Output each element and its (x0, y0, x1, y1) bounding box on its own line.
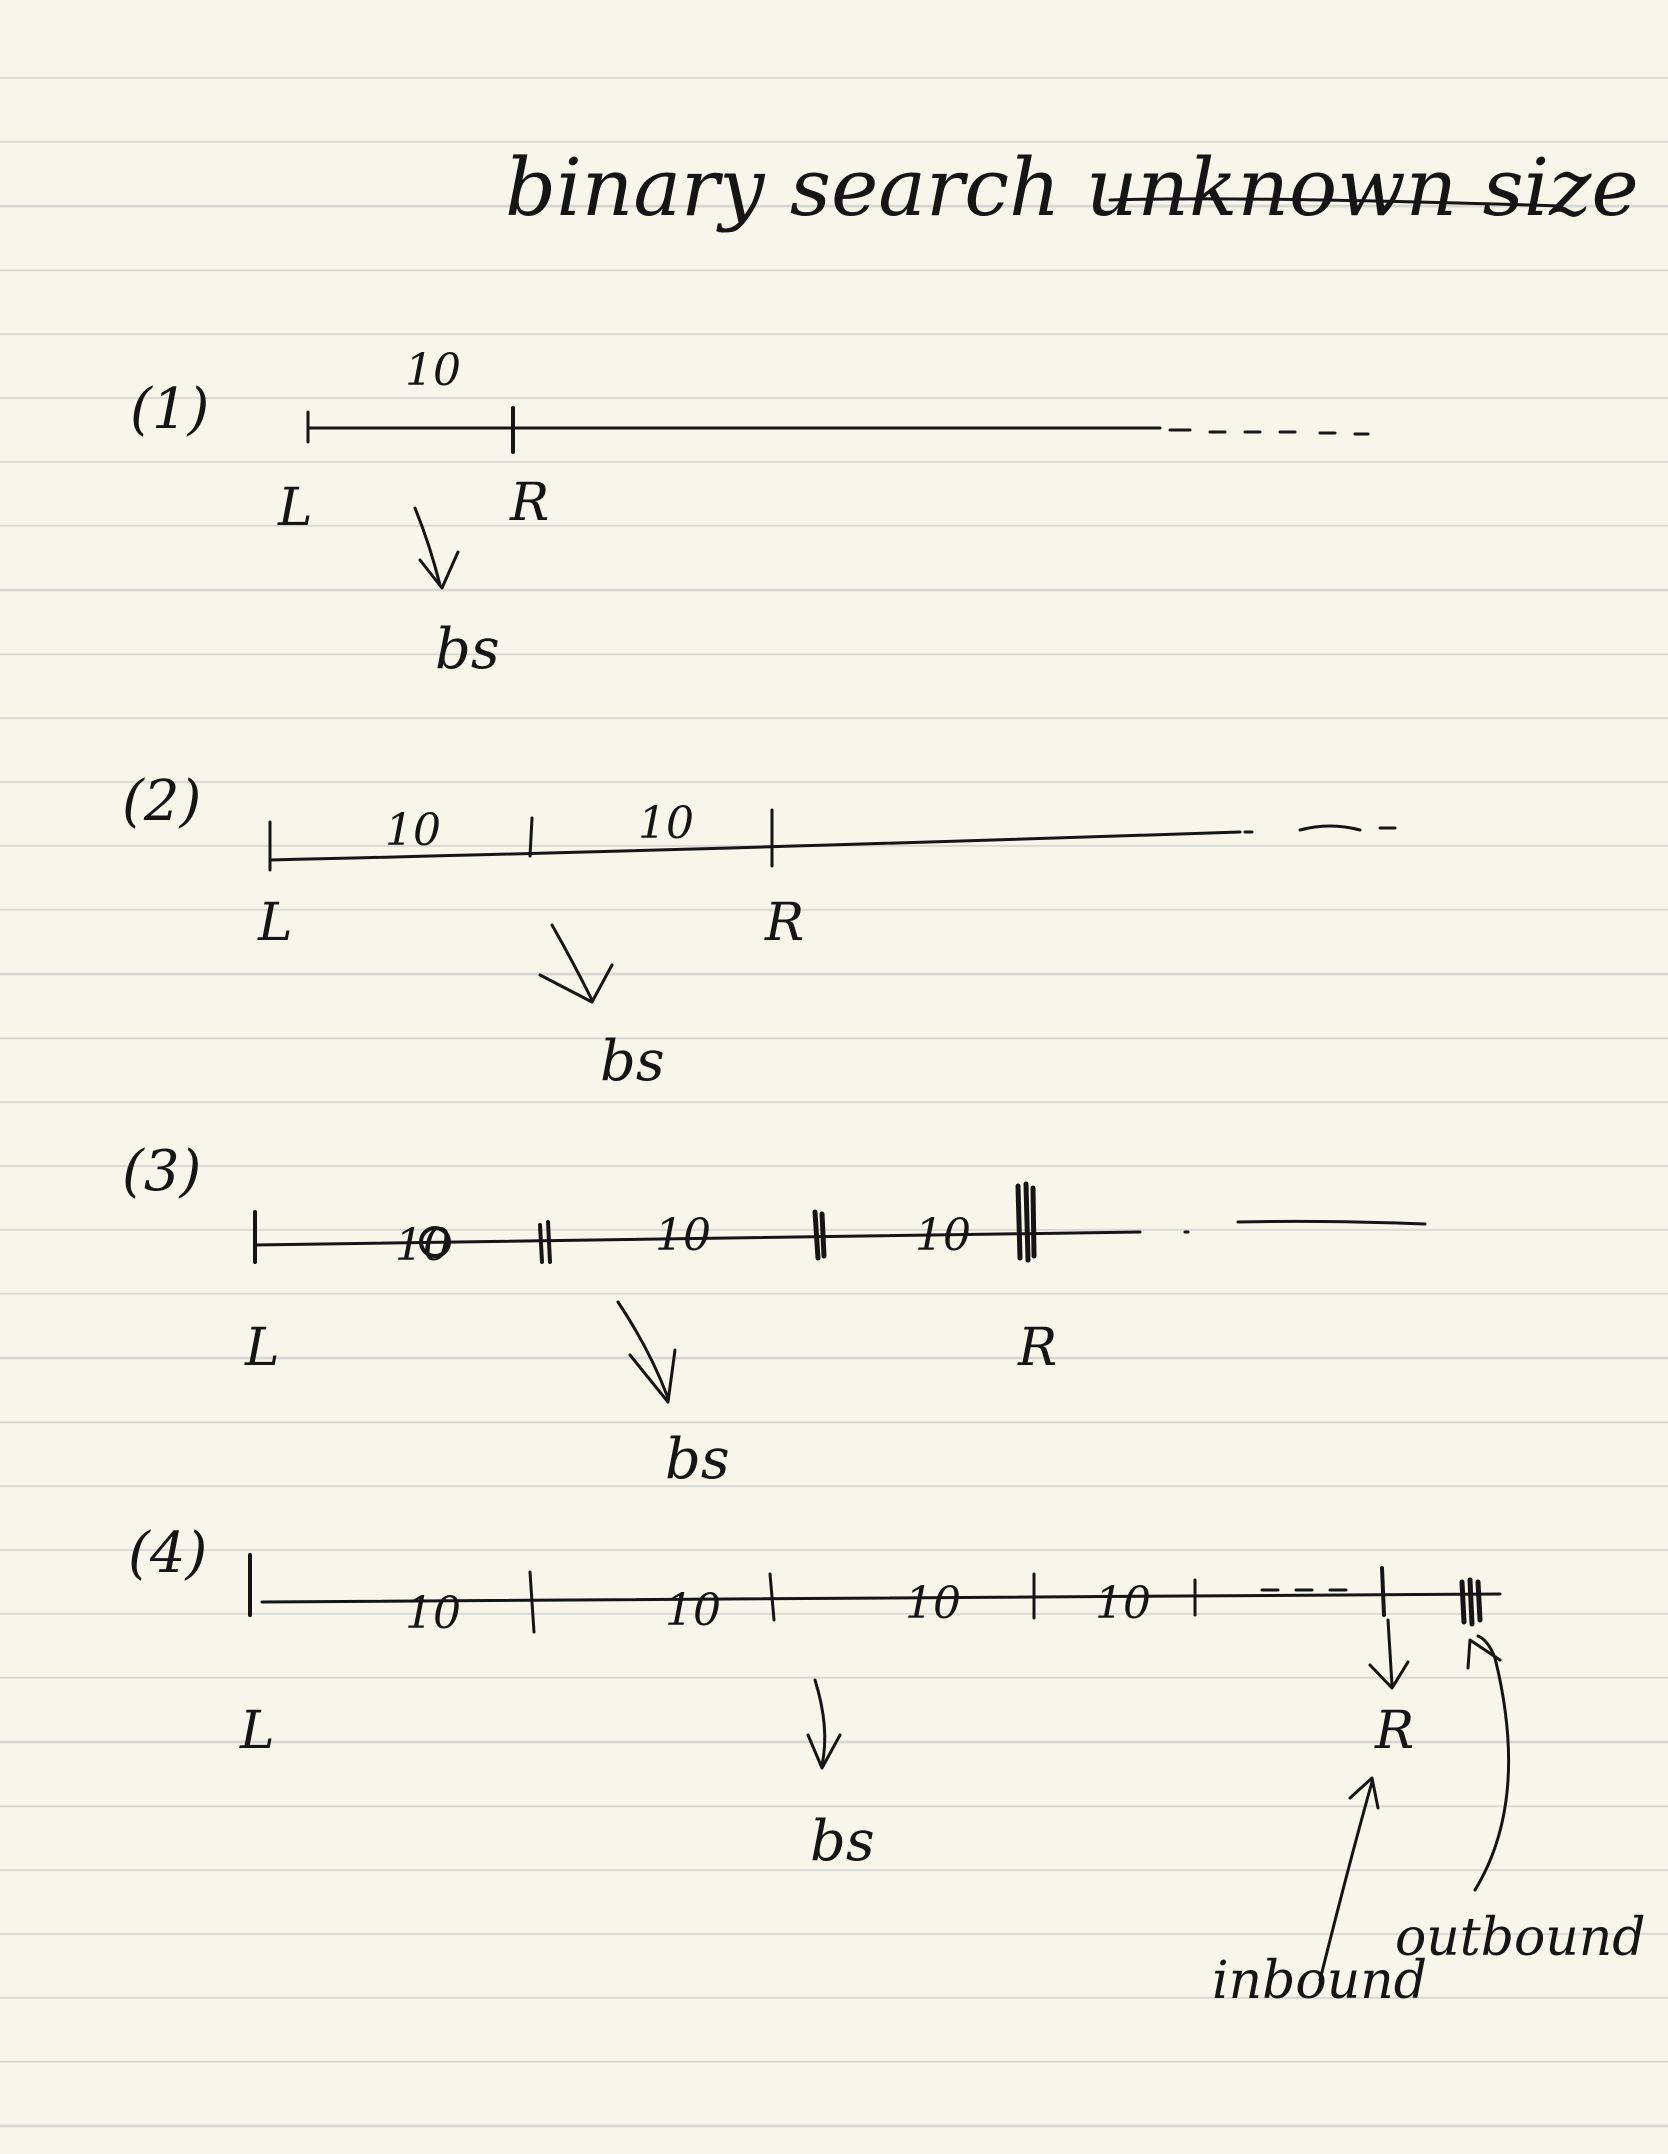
outbound-pointer-arrow-icon (1466, 1634, 1511, 1892)
case-2-left-label: L (257, 893, 293, 953)
case-4-segment-size-1: 10 (405, 1588, 461, 1639)
case-2-right-label: R (764, 893, 804, 953)
case-2-segment-size-1: 10 (385, 805, 441, 856)
case-4-right-label: R (1374, 1701, 1414, 1761)
case-2-continuation-dashes (1243, 824, 1397, 834)
case-2-tag: (2) (122, 769, 201, 834)
case-3-segment-size-1: 10 (395, 1220, 451, 1271)
case-3-result: bs (665, 1427, 730, 1492)
case-3-right-tick (1015, 1181, 1037, 1263)
case-3-tick-3 (812, 1209, 827, 1261)
case-1-tag: (1) (130, 377, 209, 442)
case-1-right-label: R (509, 473, 549, 533)
case-1: (1) 10 L R bs (130, 345, 1370, 682)
case-4-result: bs (810, 1809, 875, 1874)
case-4-tag: (4) (128, 1521, 207, 1586)
outbound-note: outbound (1395, 1908, 1646, 1968)
case-2-segment-size-2: 10 (638, 798, 694, 849)
case-4-down-to-r-arrow-icon (1368, 1618, 1410, 1690)
case-3-circled-mark (419, 1226, 451, 1258)
case-3-tag: (3) (122, 1139, 201, 1204)
case-4-segment-size-4: 10 (1095, 1578, 1151, 1629)
case-4-arrow-icon (806, 1678, 842, 1770)
case-4-number-line (260, 1592, 1502, 1604)
case-2-arrow-icon (538, 923, 614, 1004)
case-4-left-label: L (239, 1701, 275, 1761)
case-4-tick-2 (528, 1570, 536, 1634)
case-3-continuation-dashes (1183, 1219, 1427, 1234)
case-4: (4) 10 10 10 10 L R bs inbound outbound (128, 1521, 1646, 2011)
case-4-segment-size-2: 10 (665, 1585, 721, 1636)
case-4-outbound-tick (1459, 1577, 1483, 1627)
title-underline-stroke (1108, 197, 1562, 208)
case-2-mid-tick (528, 816, 534, 858)
case-1-result: bs (435, 617, 500, 682)
case-3-segment-size-2: 10 (655, 1210, 711, 1261)
case-1-segment-size: 10 (405, 345, 461, 396)
case-3-segment-size-3: 10 (915, 1210, 971, 1261)
case-1-arrow-icon (413, 506, 460, 590)
case-3-left-label: L (244, 1318, 280, 1378)
case-3: (3) 10 10 10 L R bs (122, 1139, 1427, 1492)
case-2-result: bs (600, 1029, 665, 1094)
case-1-left-label: L (277, 478, 313, 538)
case-1-continuation-dashes (1168, 428, 1370, 436)
case-4-inbound-tick (1380, 1566, 1386, 1617)
case-2-number-line (268, 830, 1242, 862)
inbound-note: inbound (1212, 1951, 1427, 2011)
case-3-tick-2 (538, 1220, 552, 1264)
case-3-right-label: R (1017, 1318, 1057, 1378)
case-2: (2) 10 10 L R bs (122, 769, 1397, 1094)
case-4-tick-3 (768, 1572, 776, 1622)
case-4-segment-size-3: 10 (905, 1578, 961, 1629)
case-3-arrow-icon (616, 1300, 677, 1404)
inbound-pointer-arrow-icon (1318, 1776, 1380, 1982)
case-3-number-line (253, 1230, 1142, 1247)
page-title: binary search unknown size (505, 141, 1639, 234)
